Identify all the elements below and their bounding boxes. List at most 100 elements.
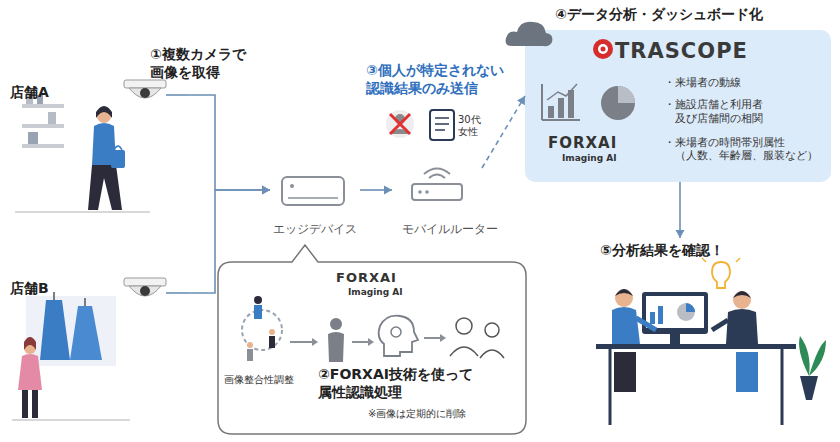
bullet-item: ・来場者の時間帯別属性 （人数、年齢層、服装など） bbox=[664, 136, 826, 163]
arrow-head bbox=[676, 230, 685, 238]
step-heading: ①複数カメラで 画像を取得 bbox=[150, 46, 262, 81]
store-b-illustration bbox=[70, 306, 102, 360]
flow-connector bbox=[676, 182, 685, 238]
store-a-illustration bbox=[96, 106, 112, 118]
forxai-callout bbox=[424, 337, 440, 339]
result-node: ⑤分析結果を確認！ bbox=[565, 238, 820, 436]
result-document-icon bbox=[435, 117, 449, 119]
store-b-illustration bbox=[24, 337, 36, 350]
device-label: エッジデバイス bbox=[270, 222, 360, 237]
forxai-callout bbox=[247, 349, 253, 361]
step-heading: ⑤分析結果を確認！ bbox=[600, 242, 800, 260]
forxai-callout bbox=[247, 342, 253, 348]
edge-device-node: エッジデバイス bbox=[270, 172, 360, 240]
store-a-illustration bbox=[48, 112, 56, 124]
bullet-item: ・施設店舗と利用者 及び店舗間の相関 bbox=[664, 98, 784, 126]
review-illustration bbox=[712, 320, 728, 330]
store-b-illustration bbox=[18, 354, 42, 390]
arrow-head bbox=[262, 186, 270, 195]
camera-icon bbox=[140, 286, 150, 296]
forxai-callout bbox=[440, 334, 446, 342]
review-illustration bbox=[596, 344, 796, 349]
review-illustration bbox=[736, 258, 740, 262]
camera-icon bbox=[124, 278, 188, 296]
connector-line bbox=[188, 95, 270, 190]
camera-icon bbox=[140, 88, 150, 98]
dashboard-panel bbox=[598, 44, 608, 54]
dashboard-panel bbox=[568, 90, 574, 118]
store-b-illustration bbox=[84, 298, 86, 306]
step-heading: ②FORXAI技術を使って 属性認識処理 bbox=[318, 366, 503, 401]
review-illustration bbox=[702, 258, 706, 262]
arrow-head bbox=[517, 96, 525, 105]
review-illustration bbox=[646, 296, 704, 328]
callout-node: FORXAIImaging AI画像整合性調整②FORXAI技術を使って 属性認… bbox=[218, 262, 526, 434]
logo-text: FORXAI bbox=[336, 270, 436, 286]
dashboard-panel bbox=[618, 86, 635, 103]
forxai-callout bbox=[368, 338, 374, 346]
edge-device-icon bbox=[288, 197, 338, 199]
dashboard-panel bbox=[525, 30, 831, 182]
connector-line bbox=[482, 96, 525, 168]
forxai-callout bbox=[450, 347, 478, 356]
store-a-illustration bbox=[15, 211, 150, 213]
router-icon bbox=[429, 175, 445, 179]
store-a-illustration bbox=[114, 146, 122, 150]
store-b-illustration bbox=[32, 390, 38, 418]
result-document-icon bbox=[435, 123, 449, 125]
flow-connector bbox=[188, 186, 270, 294]
logo-text: TRASCOPE bbox=[615, 38, 765, 64]
forxai-callout bbox=[218, 245, 526, 434]
flow-connector bbox=[360, 186, 392, 195]
store-a-illustration bbox=[28, 132, 38, 144]
store-b-illustration bbox=[12, 292, 130, 420]
dashboard-panel bbox=[506, 22, 553, 46]
forxai-callout bbox=[330, 318, 342, 330]
router-icon bbox=[412, 184, 462, 200]
flow-connector bbox=[188, 95, 270, 195]
bullet-item: ・来場者の動線 bbox=[664, 76, 824, 90]
result-document-icon bbox=[430, 110, 454, 140]
router-icon bbox=[412, 169, 462, 201]
review-illustration bbox=[781, 349, 784, 425]
note-text: ※画像は定期的に削除 bbox=[368, 408, 518, 421]
forxai-callout bbox=[480, 350, 504, 358]
review-illustration bbox=[733, 291, 751, 298]
router-node: モバイルルーター bbox=[392, 168, 507, 240]
review-illustration bbox=[799, 336, 826, 376]
forxai-callout bbox=[290, 341, 312, 343]
dashboard-panel bbox=[601, 47, 606, 52]
forxai-callout bbox=[254, 296, 262, 304]
forxai-callout bbox=[379, 316, 418, 356]
review-illustration bbox=[615, 289, 633, 307]
store-a-illustration bbox=[15, 92, 150, 212]
review-illustration bbox=[650, 312, 655, 324]
review-illustration bbox=[712, 262, 730, 288]
review-illustration bbox=[736, 352, 758, 392]
router-icon bbox=[418, 190, 422, 194]
forxai-callout bbox=[485, 323, 499, 337]
camera-icon bbox=[124, 80, 166, 88]
store-node: 店舗B bbox=[6, 268, 188, 433]
review-illustration bbox=[670, 334, 680, 344]
store-node: 店舗A bbox=[6, 70, 188, 230]
store-a-illustration bbox=[111, 150, 125, 168]
review-illustration bbox=[609, 349, 612, 425]
review-illustration bbox=[612, 307, 640, 344]
dashboard-panel bbox=[593, 39, 613, 59]
store-a-illustration bbox=[22, 144, 64, 148]
camera-icon bbox=[124, 80, 188, 98]
dashboard-panel bbox=[548, 106, 554, 118]
connector-line bbox=[679, 182, 681, 238]
dashboard-panel bbox=[601, 86, 635, 120]
forxai-callout bbox=[456, 318, 472, 334]
store-label: 店舗A bbox=[10, 84, 70, 102]
store-a-illustration bbox=[88, 165, 122, 210]
result-document-icon bbox=[435, 129, 445, 131]
review-illustration bbox=[658, 306, 663, 324]
forxai-callout bbox=[312, 338, 318, 346]
review-illustration bbox=[615, 289, 633, 296]
forxai-callout bbox=[391, 327, 401, 337]
anonymized-person-icon bbox=[386, 110, 414, 138]
